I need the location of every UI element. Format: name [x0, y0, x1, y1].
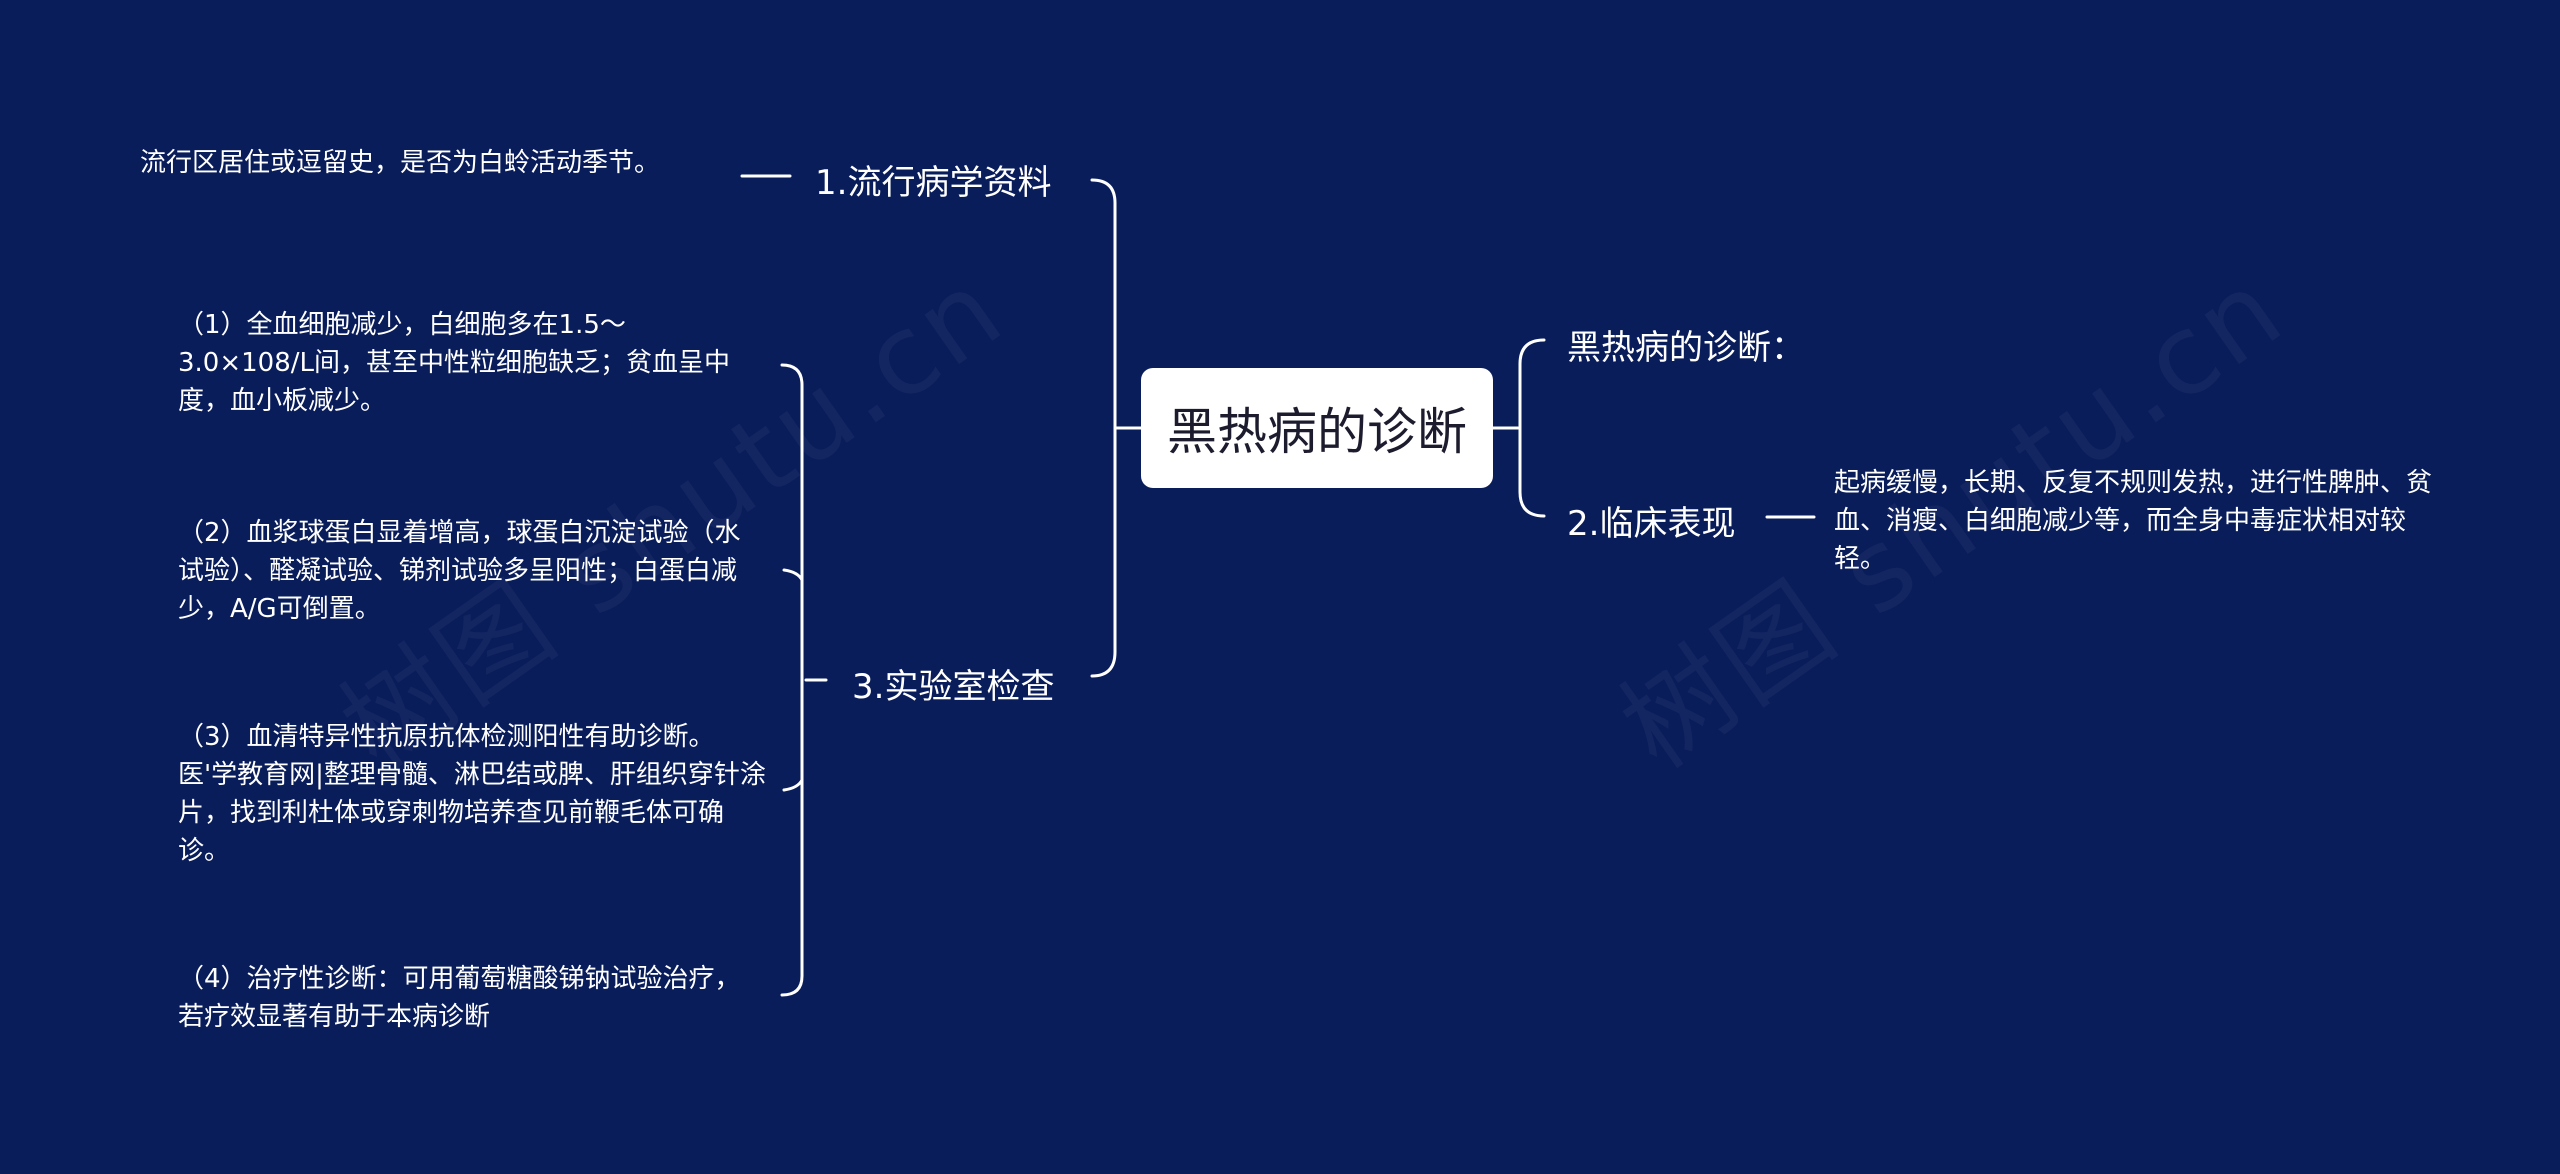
- branch-epidemiology[interactable]: 1.流行病学资料: [815, 163, 1052, 203]
- branch-clinical[interactable]: 2.临床表现: [1567, 504, 1736, 544]
- leaf-lab-2: （2）血浆球蛋白显着增高，球蛋白沉淀试验（水试验）、醛凝试验、锑剂试验多呈阳性；…: [178, 518, 741, 624]
- branch-diagnosis-title[interactable]: 黑热病的诊断：: [1567, 328, 1805, 368]
- leaf-epidemiology: 流行区居住或逗留史，是否为白蛉活动季节。: [140, 148, 661, 178]
- connector-lab-bracket: [780, 363, 804, 997]
- branch-lab-tests[interactable]: 3.实验室检查: [852, 667, 1055, 707]
- connector-left-bracket: [1090, 178, 1117, 678]
- leaf-lab-1: （1）全血细胞减少，白细胞多在1.5～3.0×108/L间，甚至中性粒细胞缺乏；…: [178, 310, 731, 416]
- leaf-lab-4: （4）治疗性诊断：可用葡萄糖酸锑钠试验治疗，若疗效显著有助于本病诊断: [178, 964, 741, 1032]
- leaf-lab-3: （3）血清特异性抗原抗体检测阳性有助诊断。医'学教育网|整理骨髓、淋巴结或脾、肝…: [178, 722, 766, 866]
- connector-lab-3: [782, 778, 804, 792]
- connector-right-bracket: [1518, 338, 1546, 518]
- connector-lab-2: [782, 568, 804, 582]
- leaf-clinical: 起病缓慢，长期、反复不规则发热，进行性脾肿、贫血、消瘦、白细胞减少等，而全身中毒…: [1834, 468, 2433, 574]
- center-node-label: 黑热病的诊断: [1167, 403, 1467, 461]
- center-node[interactable]: 黑热病的诊断: [1141, 368, 1493, 488]
